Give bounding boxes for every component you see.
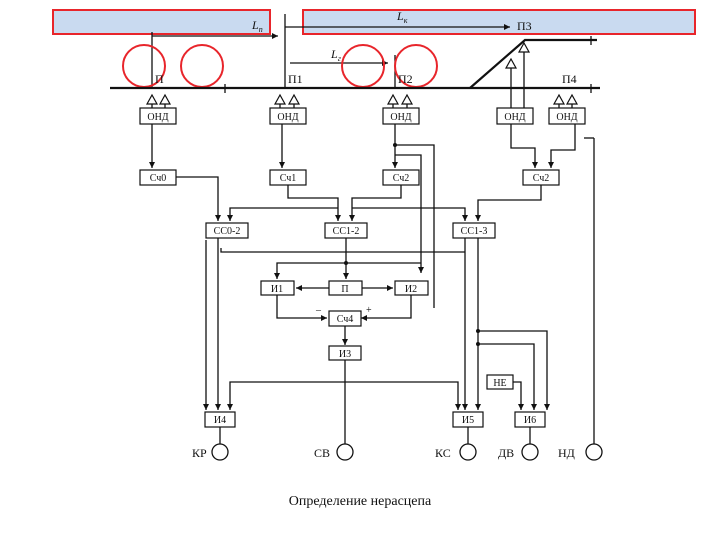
svg-text:И4: И4	[214, 415, 226, 426]
svg-text:Сч2: Сч2	[393, 173, 410, 184]
sensor-label-p2: П2	[398, 72, 413, 86]
output-label-ks: КС	[435, 446, 451, 460]
svg-text:И6: И6	[524, 415, 536, 426]
ond-blocks: ОНД ОНД ОНД ОНД ОНД	[139, 107, 586, 125]
svg-text:ОНД: ОНД	[556, 112, 577, 123]
output-feed-lines	[203, 238, 595, 452]
svg-text:Сч0: Сч0	[150, 173, 167, 184]
highlight-box-right	[302, 9, 696, 35]
sensor-label-p1: П1	[288, 72, 303, 86]
wheel-circle	[341, 44, 385, 88]
output-indicators	[211, 443, 603, 461]
output-label-kr: КР	[192, 446, 207, 460]
output-lamp-dv	[521, 443, 539, 461]
svg-text:И2: И2	[405, 284, 417, 295]
logic-ne	[486, 374, 514, 390]
figure-caption: Определение нерасцепа	[288, 494, 432, 509]
counter-sch4	[328, 310, 362, 327]
comparator-blocks: СС0-2 СС1-2 СС1-3	[205, 222, 496, 239]
junction-dot	[344, 261, 348, 265]
gate-to-output-lines	[219, 427, 531, 444]
logic-i3	[328, 345, 362, 361]
sensor-to-ond-lines	[151, 52, 573, 108]
highlight-box-left	[52, 9, 271, 35]
dimension-label-mid: Lг	[330, 47, 341, 63]
counter-blocks: Сч0 Сч1 Сч2 Сч2	[139, 169, 560, 186]
sensor-label-p3: П3	[517, 19, 532, 33]
counter-to-comparator-lines	[176, 176, 542, 221]
svg-text:И1: И1	[271, 284, 283, 295]
svg-text:НЕ: НЕ	[493, 378, 506, 389]
svg-text:П: П	[341, 284, 348, 295]
junction-dot	[476, 329, 480, 333]
svg-text:ОНД: ОНД	[147, 112, 168, 123]
rail-branch	[469, 38, 597, 89]
svg-text:И3: И3	[339, 349, 351, 360]
output-label-nd: НД	[558, 446, 575, 460]
output-gates: И4 И5 И6	[204, 411, 546, 428]
output-lamp-ks	[459, 443, 477, 461]
dimension-label-left: Lп	[251, 18, 263, 34]
minus-sign: –	[315, 305, 322, 316]
sensor-label-p: П	[155, 72, 164, 86]
svg-text:Сч1: Сч1	[280, 173, 297, 184]
logic-lines	[227, 238, 461, 444]
svg-text:ОНД: ОНД	[390, 112, 411, 123]
svg-text:Сч2: Сч2	[533, 173, 550, 184]
svg-text:СС1-3: СС1-3	[461, 226, 488, 237]
output-label-dv: ДВ	[498, 446, 514, 460]
svg-text:СС1-2: СС1-2	[333, 226, 360, 237]
plus-sign: +	[366, 305, 372, 316]
output-label-sv: СВ	[314, 446, 330, 460]
dimension-label-right: Lк	[396, 9, 408, 25]
junction-dot	[476, 342, 480, 346]
logic-blocks-row: И1 П И2	[260, 280, 429, 296]
junction-dot	[393, 143, 397, 147]
wheel-circle	[180, 44, 224, 88]
output-lamp-nd	[585, 443, 603, 461]
output-lamp-sv	[336, 443, 354, 461]
svg-text:ОНД: ОНД	[504, 112, 525, 123]
sensor-label-p4: П4	[562, 72, 577, 86]
svg-text:ОНД: ОНД	[277, 112, 298, 123]
svg-text:И5: И5	[462, 415, 474, 426]
svg-text:Сч4: Сч4	[337, 314, 354, 325]
output-lamp-kr	[211, 443, 229, 461]
svg-text:СС0-2: СС0-2	[214, 226, 241, 237]
